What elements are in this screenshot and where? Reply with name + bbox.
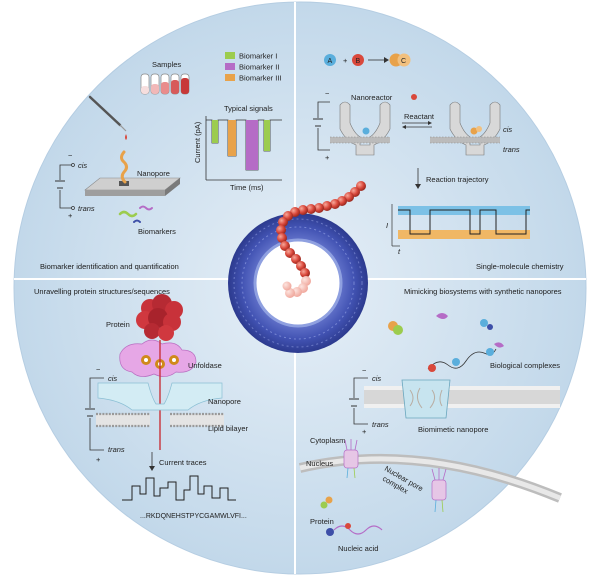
tr-minus: − — [325, 89, 330, 98]
tr-trans-label: trans — [503, 145, 520, 154]
biological-complex-chain — [427, 342, 504, 372]
quadrant-single-molecule-chemistry: A + B C Nanoreactor Reactant − + — [313, 53, 564, 271]
nuclear-envelope — [298, 453, 562, 503]
biomimetic-membrane — [364, 379, 560, 419]
protein-nanopore — [97, 382, 223, 411]
central-nanopore-ring — [228, 213, 368, 353]
current-traces-label: Current traces — [159, 458, 207, 467]
reaction-b: B — [356, 58, 361, 65]
trajectory-trace — [391, 204, 530, 247]
legend-biomarker-3: Biomarker III — [239, 74, 282, 83]
protein-structure — [136, 294, 183, 341]
tl-minus: − — [68, 151, 73, 160]
bl-cis-label: cis — [108, 374, 117, 383]
trajectory-axis-t: t — [398, 247, 401, 256]
protein-sequence: ...RKDQNEHSTPYCGAMWLVFI... — [140, 513, 247, 520]
br-cis-label: cis — [372, 374, 381, 383]
current-traces-arrow — [149, 452, 155, 471]
typical-signals-chart — [205, 116, 282, 181]
biomarker-legend: Biomarker I Biomarker II Biomarker III — [225, 52, 282, 83]
trajectory-axis-i: I — [386, 221, 388, 230]
reactant-dot — [411, 94, 417, 100]
legend-swatch-biomarker-3 — [225, 74, 235, 81]
protein-nucleic-acid — [320, 496, 383, 536]
nucleic-acid-label: Nucleic acid — [338, 544, 378, 553]
nanoreactor-label: Nanoreactor — [351, 93, 393, 102]
nucleus-label: Nucleus — [306, 459, 333, 468]
nanoreactor-left — [330, 101, 391, 156]
bl-nanopore-label: Nanopore — [208, 397, 241, 406]
biomimetic-circuit — [349, 377, 368, 425]
biomarker-circuit — [55, 163, 75, 210]
legend-swatch-biomarker-1 — [225, 52, 235, 59]
reaction-plus: + — [343, 56, 348, 65]
signals-title: Typical signals — [224, 104, 273, 113]
sample-tubes — [140, 73, 190, 95]
lipid-bilayer-label: Lipid bilayer — [208, 424, 249, 433]
br-minus: − — [362, 366, 367, 375]
reaction-c: C — [401, 58, 406, 65]
protein-label-bio: Protein — [310, 517, 334, 526]
reaction-equation: A + B C — [324, 53, 411, 67]
equilibrium-arrows — [402, 121, 432, 129]
section-biomarker-title: Biomarker identification and quantificat… — [40, 262, 179, 271]
nuclear-pore-complex-2 — [431, 468, 447, 513]
unfoldase — [119, 339, 197, 450]
quadrant-biomimetic: Mimicking biosystems with synthetic nano… — [298, 287, 562, 553]
legend-swatch-biomarker-2 — [225, 63, 235, 70]
reactant-label: Reactant — [404, 112, 435, 121]
current-trace — [122, 475, 236, 501]
nuclear-pore-complex-1 — [343, 439, 359, 479]
samples-label: Samples — [152, 60, 181, 69]
tr-plus: + — [325, 153, 330, 162]
lipid-bilayer — [96, 412, 224, 428]
bl-minus: − — [96, 365, 101, 374]
bl-plus: + — [96, 455, 101, 464]
translocating-biomarker — [120, 150, 128, 184]
biomarker-molecules — [118, 205, 153, 223]
floating-biomolecules — [388, 313, 493, 335]
protein-label: Protein — [106, 320, 130, 329]
pipette-icon — [88, 95, 127, 140]
tr-cis-label: cis — [503, 125, 512, 134]
quadrant-biomarker: Samples Biomarker I Biomarker II Biomark… — [40, 52, 282, 271]
tl-trans-label: trans — [78, 204, 95, 213]
trajectory-label: Reaction trajectory — [426, 175, 489, 184]
bl-trans-label: trans — [108, 445, 125, 454]
tl-cis-label: cis — [78, 161, 87, 170]
signals-xlabel: Time (ms) — [230, 183, 264, 192]
tl-plus: + — [68, 211, 73, 220]
unfoldase-label: Unfoldase — [188, 361, 222, 370]
legend-biomarker-1: Biomarker I — [239, 52, 277, 61]
br-plus: + — [362, 427, 367, 436]
chemistry-circuit — [313, 101, 330, 151]
biomimetic-nanopore-label: Biomimetic nanopore — [418, 425, 488, 434]
nanoreactor-right — [430, 101, 501, 156]
quadrant-protein-sequencing: Unravelling protein structures/sequences… — [34, 287, 249, 520]
protein-circuit — [85, 377, 104, 451]
section-protein-title: Unravelling protein structures/sequences — [34, 287, 170, 296]
tl-nanopore-label: Nanopore — [137, 169, 170, 178]
solid-state-membrane — [84, 177, 181, 196]
section-chemistry-title: Single-molecule chemistry — [476, 262, 564, 271]
cytoplasm-label: Cytoplasm — [310, 436, 345, 445]
biological-complexes-label: Biological complexes — [490, 361, 560, 370]
polymer-bead-chain — [276, 181, 366, 298]
section-biomimetic-title: Mimicking biosystems with synthetic nano… — [404, 287, 562, 296]
trajectory-arrow — [415, 168, 421, 189]
br-trans-label: trans — [372, 420, 389, 429]
biomarkers-label: Biomarkers — [138, 227, 176, 236]
reaction-a: A — [328, 58, 333, 65]
signals-ylabel: Current (pA) — [193, 121, 202, 163]
legend-biomarker-2: Biomarker II — [239, 63, 279, 72]
